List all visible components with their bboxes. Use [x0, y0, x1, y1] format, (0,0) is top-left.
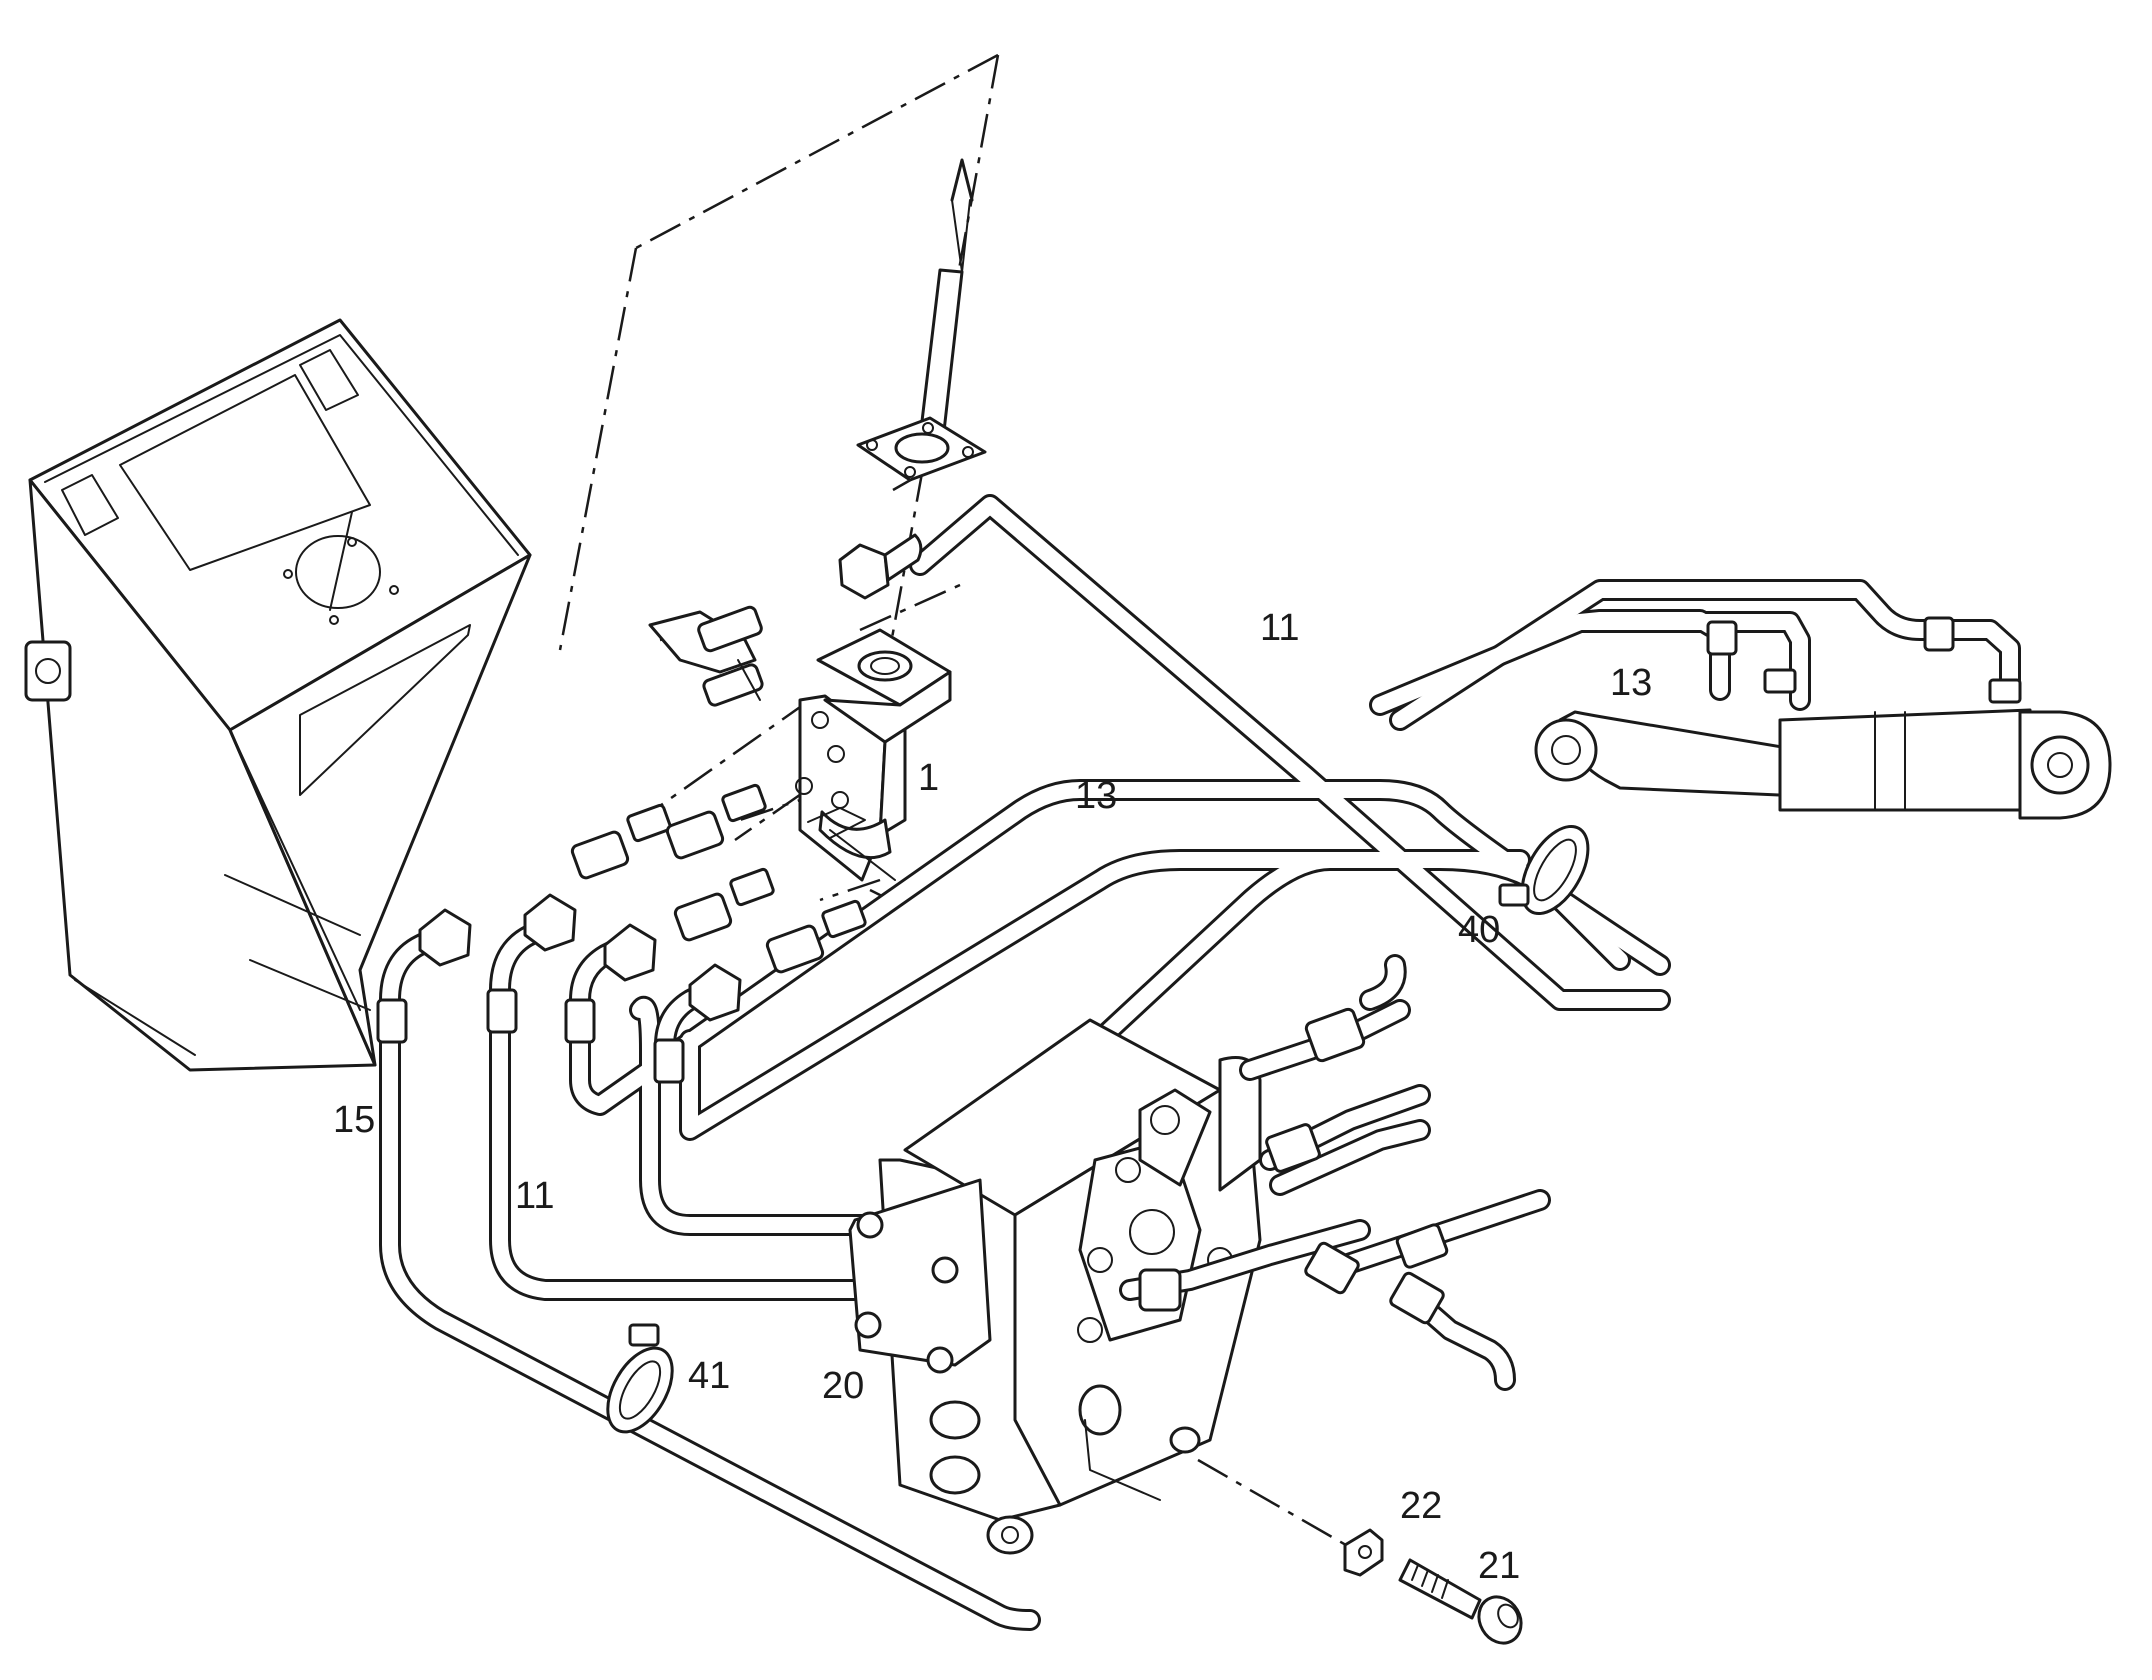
pipe-ferrules: [376, 616, 2022, 1084]
steering-cylinder: [1534, 708, 2112, 820]
control-valve-block: [848, 1018, 1262, 1555]
callout-11-top: 11: [1260, 607, 1299, 649]
valve-fittings: [1119, 954, 1551, 1391]
washer-and-bolt: [1343, 1528, 1523, 1645]
callout-11-left: 11: [515, 1175, 554, 1217]
steering-column: [856, 158, 987, 482]
callout-labels: 1 11 11 13 13 15 20 21 22 40 41: [333, 607, 1652, 1587]
callout-13-right: 13: [1610, 662, 1652, 704]
pipe-inner: [382, 497, 2018, 1628]
steering-unit: [795, 628, 952, 882]
callout-13-mid: 13: [1075, 775, 1117, 817]
callout-1: 1: [918, 757, 939, 799]
callout-15: 15: [333, 1099, 375, 1141]
operator-console: [24, 318, 532, 1072]
callout-22: 22: [1400, 1485, 1442, 1527]
callout-40: 40: [1458, 909, 1500, 951]
pipe-clamps: [606, 824, 1590, 1434]
callout-21: 21: [1478, 1545, 1520, 1587]
callout-41: 41: [688, 1355, 730, 1397]
callout-20: 20: [822, 1365, 864, 1407]
fittings: [418, 533, 923, 1022]
